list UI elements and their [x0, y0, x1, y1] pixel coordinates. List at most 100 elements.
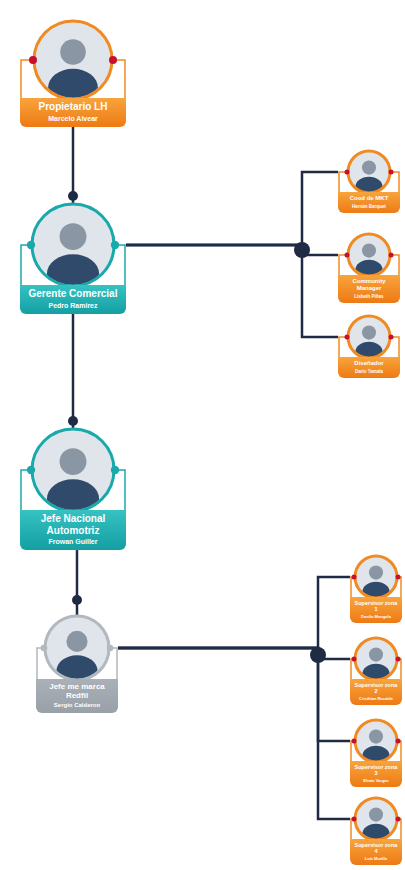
silhouette-head — [362, 161, 376, 175]
ring-dot — [396, 817, 401, 822]
person-card: Propietario LHMarcelo Alvear — [20, 20, 126, 127]
photo-ring — [355, 720, 397, 762]
person-card: Cood de MKT Hernán Barquet — [338, 150, 400, 213]
person-card: Community ManagerLisbeth Piñas — [338, 233, 400, 303]
photo-ring — [355, 798, 397, 840]
org-connector — [126, 172, 338, 245]
photo-ring — [348, 234, 390, 276]
ring-dot — [27, 466, 35, 474]
name-plate: Cood de MKT Hernán Barquet — [338, 192, 400, 213]
name-plate: Supervisor zona 2 Cristhian Recalde — [350, 679, 402, 705]
person-name: Pedro Ramirez — [23, 302, 123, 310]
job-title: Supervisor zona 2 — [353, 682, 399, 695]
ring-dot — [345, 335, 350, 340]
ring-dot — [352, 739, 357, 744]
ring-dot — [345, 253, 350, 258]
person-name: Luis Murillo — [353, 857, 399, 862]
portrait-photo — [20, 428, 126, 518]
person-name: Dario Tamala — [341, 369, 397, 374]
silhouette-head — [369, 566, 383, 580]
person-card: Gerente ComercialPedro Ramirez — [20, 203, 126, 314]
job-title: Propietario LH — [23, 101, 123, 113]
ring-dot — [345, 170, 350, 175]
job-title: Supervisor zona 1 — [353, 600, 399, 613]
silhouette-head — [362, 326, 376, 340]
person-name: Danilo Mongola — [353, 615, 399, 620]
ring-dot — [352, 657, 357, 662]
name-plate: Supervisor zona 4 Luis Murillo — [350, 839, 402, 865]
junction-dot — [72, 595, 82, 605]
ring-dot — [111, 466, 119, 474]
person-card: Supervisor zona 3 Efraín Vargas — [350, 719, 402, 787]
junction-dot — [68, 416, 78, 426]
photo-ring — [32, 429, 114, 511]
ring-dot — [107, 645, 114, 652]
person-card: Supervisor zona 1 Danilo Mongola — [350, 555, 402, 623]
photo-ring — [355, 556, 397, 598]
ring-dot — [352, 575, 357, 580]
person-card: DiseñadorDario Tamala — [338, 315, 400, 378]
name-plate: Jefe Nacional AutomotrizFrowan Guiller — [20, 510, 126, 550]
portrait-photo — [20, 20, 126, 106]
org-connector — [118, 577, 350, 648]
org-connector — [76, 550, 79, 615]
ring-dot — [389, 170, 394, 175]
ring-dot — [109, 56, 117, 64]
silhouette-head — [369, 808, 383, 822]
person-name: Sergio Calderon — [39, 702, 115, 709]
silhouette-head — [60, 448, 87, 475]
org-connector — [118, 648, 350, 741]
ring-dot — [111, 241, 119, 249]
person-card: Supervisor zona 4 Luis Murillo — [350, 797, 402, 865]
ring-dot — [27, 241, 35, 249]
photo-ring — [355, 638, 397, 680]
name-plate: Jefe me marca RedfilSergio Calderon — [36, 679, 118, 713]
ring-dot — [396, 657, 401, 662]
job-title: Supervisor zona 4 — [353, 842, 399, 855]
person-name: Frowan Guiller — [23, 538, 123, 546]
junction-dot — [310, 647, 326, 663]
job-title: Community Manager — [341, 278, 397, 292]
ring-dot — [389, 253, 394, 258]
silhouette-head — [60, 39, 86, 65]
job-title: Supervisor zona 3 — [353, 764, 399, 777]
org-connector — [72, 314, 75, 428]
silhouette-head — [66, 631, 87, 652]
name-plate: Supervisor zona 1 Danilo Mongola — [350, 597, 402, 623]
name-plate: Gerente ComercialPedro Ramirez — [20, 285, 126, 314]
person-name: Efraín Vargas — [353, 779, 399, 784]
org-connector — [126, 245, 338, 337]
ring-dot — [396, 575, 401, 580]
job-title: Cood de MKT — [341, 195, 397, 202]
person-card: Jefe me marca RedfilSergio Calderon — [36, 615, 118, 713]
person-name: Cristhian Recalde — [353, 697, 399, 702]
ring-dot — [352, 817, 357, 822]
photo-ring — [45, 616, 109, 680]
photo-ring — [32, 204, 114, 286]
ring-dot — [41, 645, 48, 652]
portrait-photo — [20, 203, 126, 293]
name-plate: DiseñadorDario Tamala — [338, 357, 400, 378]
org-connector — [118, 648, 350, 819]
silhouette-head — [60, 223, 87, 250]
photo-ring — [348, 316, 390, 358]
person-name: Hernán Barquet — [341, 204, 397, 209]
person-card: Supervisor zona 2 Cristhian Recalde — [350, 637, 402, 705]
name-plate: Supervisor zona 3 Efraín Vargas — [350, 761, 402, 787]
person-name: Lisbeth Piñas — [341, 294, 397, 299]
job-title: Jefe Nacional Automotriz — [23, 513, 123, 536]
name-plate: Propietario LHMarcelo Alvear — [20, 98, 126, 127]
silhouette-head — [369, 648, 383, 662]
ring-dot — [396, 739, 401, 744]
name-plate: Community ManagerLisbeth Piñas — [338, 275, 400, 303]
silhouette-head — [369, 730, 383, 744]
job-title: Jefe me marca Redfil — [39, 682, 115, 700]
person-card: Jefe Nacional AutomotrizFrowan Guiller — [20, 428, 126, 550]
ring-dot — [389, 335, 394, 340]
junction-dot — [294, 242, 310, 258]
photo-ring — [34, 21, 112, 99]
silhouette-head — [362, 244, 376, 258]
job-title: Gerente Comercial — [23, 288, 123, 300]
portrait-photo — [36, 615, 118, 687]
